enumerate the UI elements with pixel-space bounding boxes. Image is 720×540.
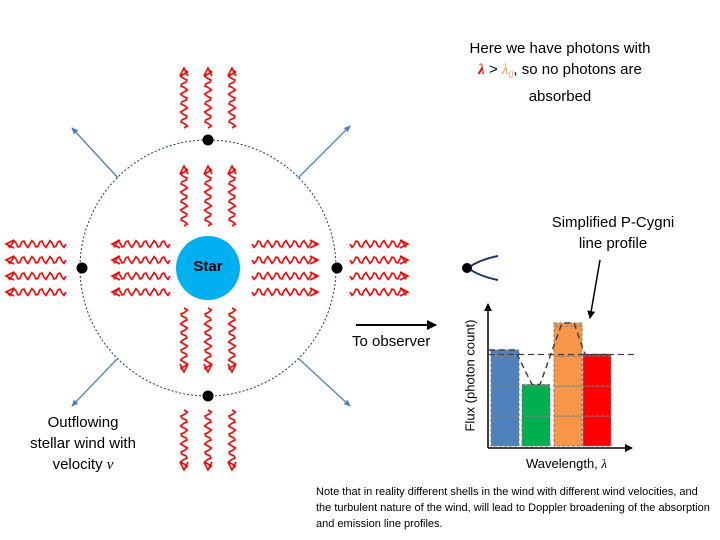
photon-arrow (227, 164, 237, 227)
shell-dot-top (202, 134, 214, 146)
star (176, 236, 240, 300)
photon-arrow (179, 164, 189, 227)
photon-arrow (251, 271, 320, 281)
wind-arrow-se (297, 357, 351, 407)
wind-label-line2: stellar wind with (30, 435, 136, 452)
bar-block (553, 355, 583, 387)
photon-arrow (349, 255, 410, 265)
photon-arrow (4, 255, 67, 265)
photon-arrow (251, 239, 320, 249)
wind-label-line1: Outflowing (47, 414, 119, 431)
photon-arrow (203, 409, 213, 472)
bar-block (490, 385, 520, 417)
bar-orange (553, 322, 583, 447)
photon-arrow (179, 307, 189, 374)
profile-title-line1: Simplified P-Cygni (551, 214, 675, 231)
caption-line1: Here we have photons with (469, 40, 651, 57)
bar-block (490, 349, 520, 357)
caption-line2-rest: , so no photons are (513, 61, 642, 78)
photons-inner-left (110, 239, 171, 297)
photon-arrow (203, 66, 213, 129)
profile-pointer-arrow (587, 259, 601, 319)
wind-label: Outflowing stellar wind with velocity v (18, 412, 148, 476)
photon-arrow (203, 164, 213, 227)
lambda-symbol: λ (478, 62, 485, 78)
wind-label-var: v (106, 457, 114, 473)
photon-arrow (251, 287, 320, 297)
footnote: Note that in reality different shells in… (316, 486, 710, 530)
photon-arrow (110, 271, 171, 281)
caption-line3: absorbed (528, 88, 592, 105)
bar-green (521, 384, 551, 447)
bar-block (553, 415, 583, 447)
photons-outer-down (179, 409, 237, 472)
photon-arrow (110, 255, 171, 265)
wind-arrow-sw (71, 357, 119, 407)
photons-outer-left (4, 239, 67, 297)
photon-arrow (349, 239, 410, 249)
photon-arrow (110, 239, 171, 249)
photon-arrow (4, 287, 67, 297)
bar-block (582, 355, 612, 387)
shell-dot-bottom (202, 390, 214, 402)
profile-curve (489, 322, 611, 386)
greater-than: > (488, 61, 498, 78)
caption: Here we have photons with λ > λ0, so no … (440, 38, 680, 107)
bar-block (521, 385, 551, 417)
photon-arrow (227, 307, 237, 374)
photons-outer-right (349, 239, 410, 297)
photons-inner-up (179, 164, 237, 227)
shell-dot-left (76, 262, 88, 274)
photons-inner-right (251, 239, 320, 297)
photon-arrow (203, 307, 213, 374)
star-label: Star (193, 258, 223, 275)
bar-red (582, 354, 612, 447)
photon-arrow (227, 409, 237, 472)
bar-block (553, 325, 583, 357)
y-axis-label: Flux (photon count) (462, 319, 478, 432)
photon-arrow (227, 66, 237, 129)
wind-label-velocity: velocity (52, 456, 103, 473)
photon-arrow (4, 239, 67, 249)
photon-arrow (349, 271, 410, 281)
profile-title-line2: line profile (578, 235, 648, 252)
photon-arrow (4, 271, 67, 281)
photon-arrow (179, 409, 189, 472)
wind-arrow-nw (71, 127, 119, 179)
x-axis-symbol: λ (601, 456, 608, 471)
observer-label: To observer (352, 333, 431, 350)
bar-block (582, 385, 612, 417)
bar-blue (490, 349, 520, 447)
photons-inner-down (179, 307, 237, 374)
x-axis-label-text: Wavelength, (526, 456, 598, 471)
bar-block (521, 415, 551, 447)
bar-block (553, 385, 583, 417)
eye-icon (462, 255, 499, 281)
photon-arrow (349, 287, 410, 297)
shell-dot-right (331, 262, 343, 274)
lambda0-subscript: 0 (508, 70, 514, 81)
photon-arrow (179, 66, 189, 129)
x-axis-label: Wavelength, λ (526, 456, 607, 472)
bar-block (582, 415, 612, 447)
photons-outer-up (179, 66, 237, 129)
p-cygni-chart (484, 303, 636, 452)
wind-arrow-ne (297, 125, 351, 179)
bar-block (521, 384, 551, 387)
bar-block (490, 355, 520, 387)
profile-title: Simplified P-Cygni line profile (518, 212, 708, 254)
photon-arrows (4, 66, 410, 472)
lambda0-symbol: λ (501, 62, 509, 78)
bar-block (553, 322, 583, 327)
bar-block (490, 415, 520, 447)
wind-label-line3: velocity v (18, 454, 148, 476)
photon-arrow (251, 255, 320, 265)
photon-arrow (110, 287, 171, 297)
caption-line2: λ > λ0, so no photons are (440, 59, 680, 86)
